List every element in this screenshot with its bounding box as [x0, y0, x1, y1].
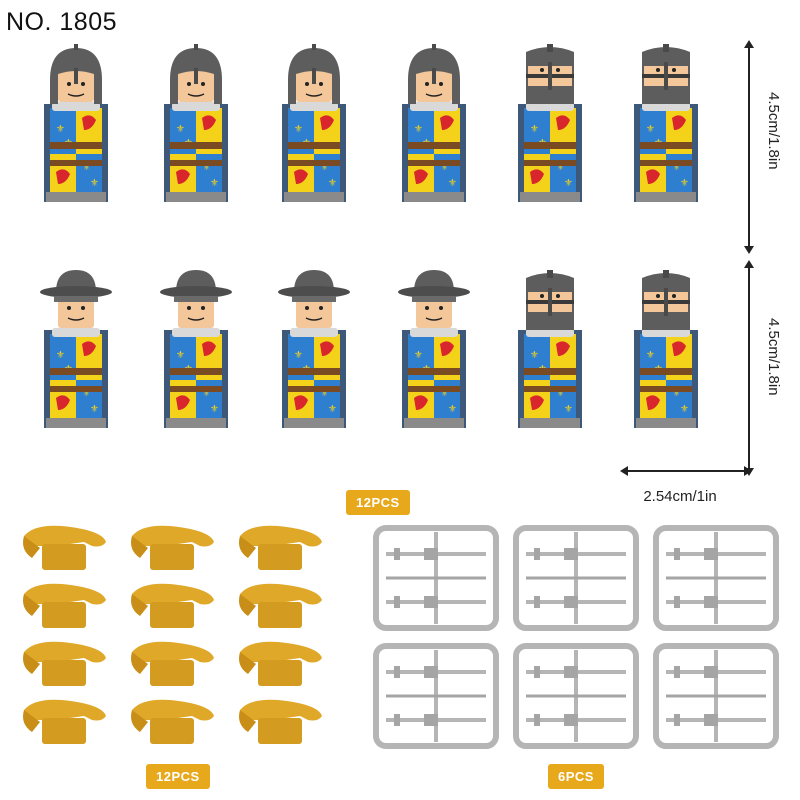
- height-dimension-label-1: 4.5cm/1.8in: [765, 92, 782, 170]
- weapon-sprue: [512, 642, 640, 750]
- weapon-sprue: [372, 524, 500, 632]
- shoulder-armor: [234, 638, 326, 688]
- shoulders-count-badge: 12PCS: [146, 764, 210, 789]
- height-dimension-line-2: [744, 260, 754, 476]
- shoulder-armor: [234, 696, 326, 746]
- width-dimension-line: [620, 466, 752, 476]
- shoulder-armor: [18, 580, 110, 630]
- shoulder-armor: [18, 696, 110, 746]
- minifigure: [398, 42, 470, 212]
- minifigure: [40, 42, 112, 212]
- minifigure: [160, 42, 232, 212]
- minifigure: [630, 268, 702, 438]
- shoulder-armor: [234, 580, 326, 630]
- minifigure: [514, 268, 586, 438]
- minifigure: [278, 42, 350, 212]
- minifigure: [160, 268, 232, 438]
- height-dimension-label-2: 4.5cm/1.8in: [765, 318, 782, 396]
- weapon-sprue: [372, 642, 500, 750]
- minifigure: [630, 42, 702, 212]
- shoulder-armor: [18, 522, 110, 572]
- minifigure: [40, 268, 112, 438]
- weapon-sprue: [512, 524, 640, 632]
- shoulder-armor: [126, 696, 218, 746]
- shoulder-armor: [18, 638, 110, 688]
- height-dimension-line-1: [744, 40, 754, 254]
- shoulder-armor: [126, 522, 218, 572]
- product-number: NO. 1805: [6, 8, 118, 36]
- sprues-count-badge: 12PCS: [346, 490, 410, 515]
- weapon-sprue: [652, 524, 780, 632]
- minifigure: [398, 268, 470, 438]
- width-dimension-label: 2.54cm/1in: [643, 488, 717, 505]
- weapon-sprue: [652, 642, 780, 750]
- shoulder-armor: [126, 638, 218, 688]
- minifigure: [278, 268, 350, 438]
- bottom-right-count-badge: 6PCS: [548, 764, 604, 789]
- shoulder-armor: [126, 580, 218, 630]
- shoulder-armor: [234, 522, 326, 572]
- minifigure: [514, 42, 586, 212]
